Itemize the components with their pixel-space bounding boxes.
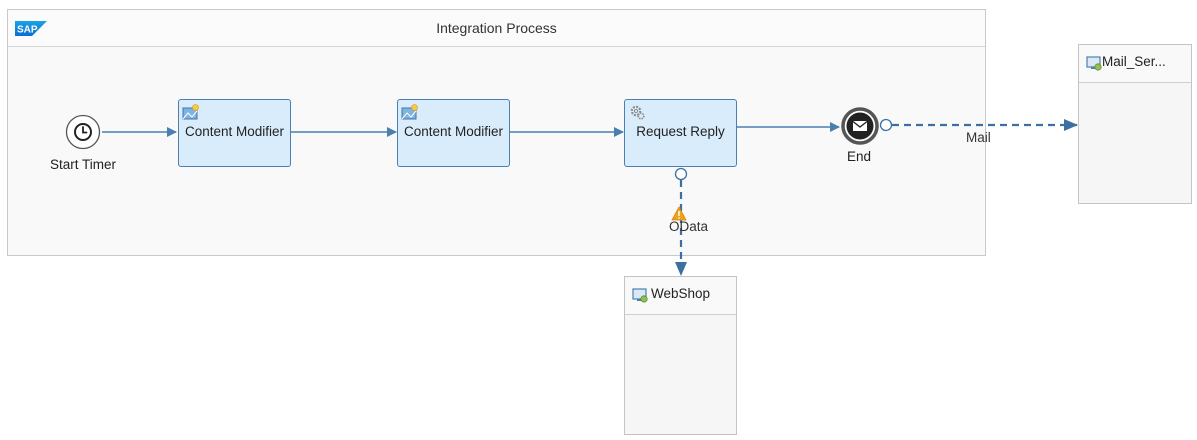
webshop-participant[interactable]: WebShop [624,276,737,435]
task-label: Request Reply [636,124,725,139]
sap-logo-text: SAP [17,25,38,36]
pool-title: Integration Process [436,20,557,36]
gear-icon [630,105,645,120]
task-label: Content Modifier [403,124,504,139]
warning-icon[interactable] [671,206,687,221]
participant-header: WebShop [625,277,736,315]
request-reply-task[interactable]: Request Reply [624,99,737,167]
content-modifier-task[interactable]: Content Modifier [397,99,510,167]
end-event-label: End [847,149,872,164]
end-message-event[interactable] [840,106,880,146]
start-event-label: Start Timer [50,157,117,172]
start-timer-event[interactable] [65,114,101,150]
participant-label: Mail_Ser... [1102,54,1166,69]
participant-header: Mail_Ser... [1079,45,1191,83]
odata-connection-label: OData [669,219,709,234]
mail-connection-label: Mail [966,130,991,145]
message-flow-odata-origin [674,167,688,181]
mail-server-participant[interactable]: Mail_Ser... [1078,44,1192,204]
content-modifier-task[interactable]: Content Modifier [178,99,291,167]
content-modifier-icon [182,104,199,120]
message-flow-mail-origin [879,118,893,132]
participant-label: WebShop [651,286,711,301]
pool-header: SAP Integration Process [8,10,985,47]
sap-logo: SAP [15,21,47,36]
envelope-icon [852,120,868,131]
receiver-system-icon [1086,56,1102,71]
clock-icon [74,123,92,141]
task-label: Content Modifier [184,124,285,139]
receiver-system-icon [632,288,648,303]
content-modifier-icon [401,104,418,120]
